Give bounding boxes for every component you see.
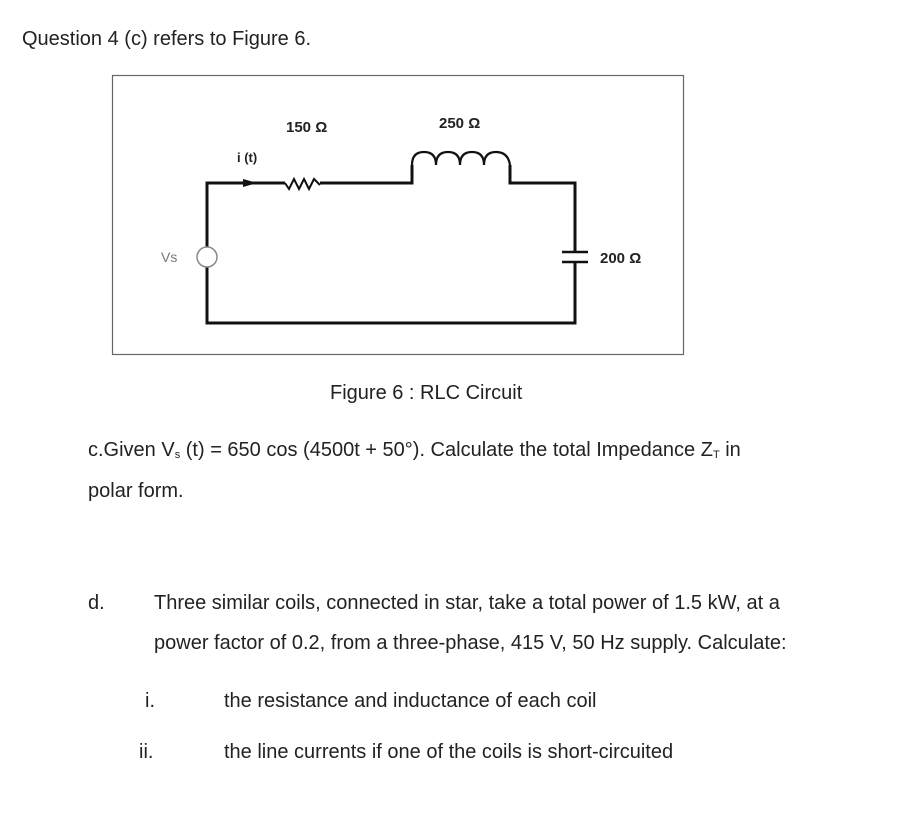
resistor: [284, 176, 321, 192]
item-label: i.: [145, 690, 155, 712]
voltage-source-icon: [196, 246, 218, 268]
capacitor: [562, 250, 588, 264]
inductor: [410, 150, 512, 166]
question-header: Question 4 (c) refers to Figure 6.: [22, 28, 312, 50]
circuit-wires: [205, 165, 577, 325]
source-label: Vs: [161, 249, 177, 265]
part-c-line2: polar form.: [88, 480, 184, 502]
current-label: i (t): [237, 150, 257, 165]
part-c-line1: c.Given Vs (t) = 650 cos (4500t + 50°). …: [88, 439, 741, 461]
rlc-circuit-figure: i (t) 150 Ω 250 Ω 200 Ω Vs: [111, 74, 685, 356]
inductor-label: 250 Ω: [439, 115, 480, 132]
item-text: the resistance and inductance of each co…: [224, 690, 597, 712]
part-d-label: d.: [88, 592, 105, 614]
resistor-label: 150 Ω: [286, 119, 327, 136]
item-text: the line currents if one of the coils is…: [224, 741, 674, 763]
figure-caption: Figure 6 : RLC Circuit: [330, 382, 523, 404]
current-arrow-icon: [243, 179, 257, 187]
figure-frame: [111, 74, 685, 356]
part-d-line1: Three similar coils, connected in star, …: [154, 592, 780, 614]
capacitor-label: 200 Ω: [600, 250, 641, 267]
item-label: ii.: [139, 741, 154, 763]
part-d-line2: power factor of 0.2, from a three-phase,…: [154, 632, 787, 654]
